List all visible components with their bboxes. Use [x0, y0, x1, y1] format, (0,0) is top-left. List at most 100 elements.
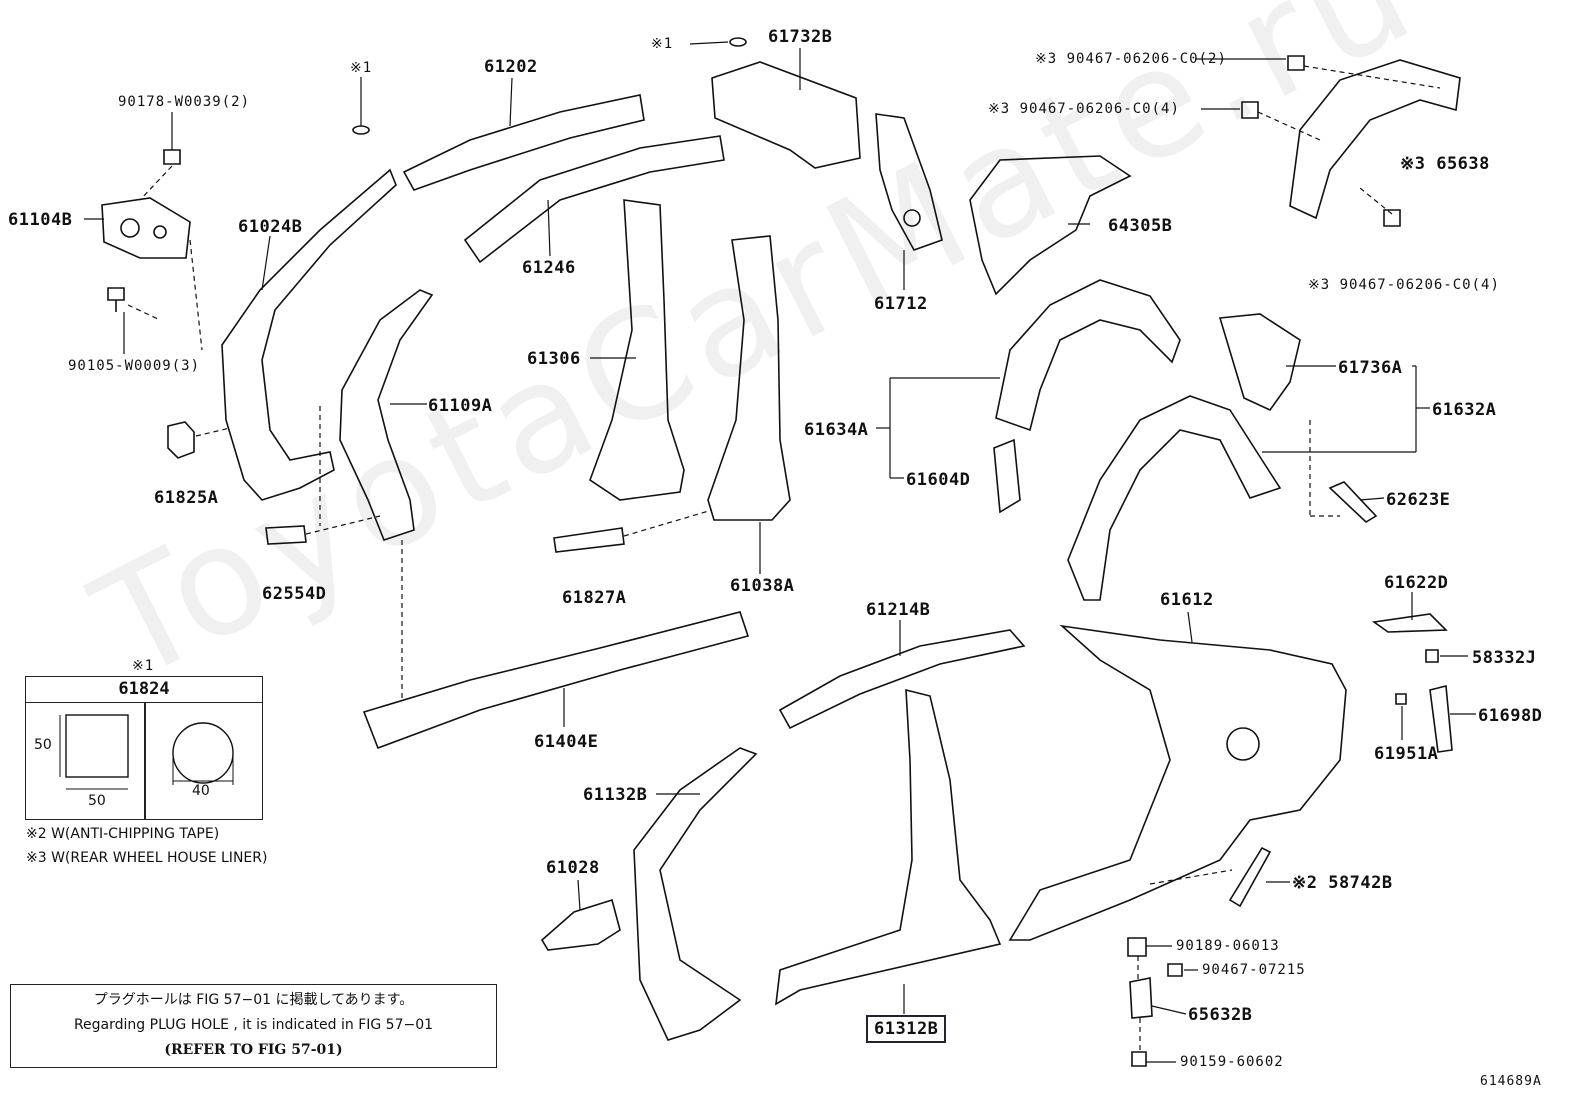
circle-diameter: 40 — [192, 783, 210, 799]
bracket-61622d — [1371, 613, 1448, 633]
rail-61246 — [463, 135, 725, 264]
bodyside-61312b — [775, 688, 1002, 1006]
pillar-61132b — [633, 747, 758, 1041]
label-90467c: ※3 90467-06206-C0(4) — [1308, 277, 1500, 293]
pillar-61038a — [707, 235, 791, 521]
round-plug-shape — [172, 722, 234, 784]
note-wheel-liner: ※3 W(REAR WHEEL HOUSE LINER) — [26, 850, 268, 866]
label-61214b: 61214B — [866, 600, 931, 620]
label-64305b: 64305B — [1108, 216, 1173, 236]
label-61698d: 61698D — [1478, 706, 1543, 726]
bracket-61104b — [101, 197, 191, 259]
label-61312b-highlighted[interactable]: 61312B — [866, 1015, 947, 1043]
clip-90189 — [1127, 937, 1147, 957]
label-61306: 61306 — [527, 349, 581, 369]
label-mark1b: ※1 — [651, 36, 674, 52]
bracket-65632b — [1129, 977, 1153, 1019]
plug-mark1b — [729, 37, 747, 47]
label-61622d: 61622D — [1384, 573, 1449, 593]
tape-62554d — [265, 525, 307, 545]
label-61028: 61028 — [546, 858, 600, 878]
label-90159: 90159-60602 — [1180, 1054, 1284, 1070]
label-58332j: 58332J — [1472, 648, 1537, 668]
label-65632b: 65632B — [1188, 1005, 1253, 1025]
square-plug-shape — [65, 714, 129, 778]
label-61104b: 61104B — [8, 210, 73, 230]
label-61246: 61246 — [522, 258, 576, 278]
label-62623e: 62623E — [1386, 490, 1451, 510]
label-61604d: 61604D — [906, 470, 971, 490]
label-61712: 61712 — [874, 294, 928, 314]
label-90467a: ※3 90467-06206-C0(2) — [1035, 51, 1227, 67]
label-58742b: ※2 58742B — [1292, 873, 1393, 893]
tape-58742b — [1228, 846, 1272, 908]
nut-90178 — [163, 149, 181, 165]
label-61132b: 61132B — [583, 785, 648, 805]
pillar-61109a — [339, 289, 434, 541]
panel-61732b — [711, 61, 861, 169]
plug-mark1a — [352, 125, 370, 135]
plug-note-jp: プラグホールは FIG 57−01 に掲載してあります。 — [93, 992, 414, 1008]
plug-61951a — [1395, 693, 1407, 705]
roof-61214b — [778, 629, 1026, 730]
bracket-61698d — [1429, 684, 1453, 753]
label-61024b: 61024B — [238, 217, 303, 237]
label-61736a: 61736A — [1338, 358, 1403, 378]
label-61404e: 61404E — [534, 732, 599, 752]
plug-note-en: Regarding PLUG HOLE , it is indicated in… — [73, 1017, 434, 1033]
square-height: 50 — [34, 737, 52, 753]
legend-box: 61824 50 50 40 — [25, 676, 263, 820]
wheelhouse-61634a — [995, 279, 1181, 432]
label-62554d: 62554D — [262, 584, 327, 604]
bolt-90467d — [1167, 963, 1183, 977]
pillar-61306 — [589, 199, 685, 501]
label-61632a: 61632A — [1432, 400, 1497, 420]
label-61825a: 61825A — [154, 488, 219, 508]
clip-90467a — [1287, 55, 1305, 71]
bolt-90159 — [1131, 1051, 1147, 1067]
label-61612: 61612 — [1160, 590, 1214, 610]
seal-62623e — [1328, 481, 1378, 523]
wheelhouse-61632a — [1067, 395, 1282, 601]
label-61732b: 61732B — [768, 27, 833, 47]
figure-id: 614689A — [1480, 1074, 1542, 1089]
label-90467d: 90467-07215 — [1202, 962, 1306, 978]
label-90467b: ※3 90467-06206-C0(4) — [988, 101, 1180, 117]
legend-mark: ※1 — [132, 658, 155, 674]
tape-61827a — [553, 527, 625, 553]
legend-divider — [144, 703, 146, 819]
legend-part-number: 61824 — [26, 677, 262, 703]
panel-61712 — [875, 113, 943, 251]
bolt-90105 — [107, 287, 125, 312]
clip-90467b — [1241, 101, 1259, 119]
clip-90467c — [1383, 209, 1401, 227]
label-61827a: 61827A — [562, 588, 627, 608]
panel-64305b — [969, 155, 1132, 296]
pad-61825a — [167, 421, 195, 459]
label-90178: 90178-W0039(2) — [118, 94, 251, 110]
pillar-61024b — [221, 168, 397, 501]
plug-hole-note: プラグホールは FIG 57−01 に掲載してあります。 Regarding P… — [10, 984, 497, 1068]
rocker-61404e — [362, 611, 750, 750]
label-mark1a: ※1 — [350, 60, 373, 76]
clip-58332j — [1425, 649, 1439, 663]
panel-61604d — [993, 438, 1021, 514]
label-65638: ※3 65638 — [1400, 154, 1490, 174]
label-61202: 61202 — [484, 57, 538, 77]
bracket-61028 — [540, 898, 621, 951]
label-61951a: 61951A — [1374, 744, 1439, 764]
quarter-61612 — [1008, 624, 1347, 941]
label-90189: 90189-06013 — [1176, 938, 1280, 954]
rail-61202 — [402, 94, 645, 191]
label-90105: 90105-W0009(3) — [68, 358, 201, 374]
label-61038a: 61038A — [730, 576, 795, 596]
panel-61736a — [1218, 313, 1301, 412]
legend-shapes — [59, 714, 234, 790]
square-width: 50 — [88, 793, 106, 809]
label-61634a: 61634A — [804, 420, 869, 440]
label-61109a: 61109A — [428, 396, 493, 416]
plug-note-ref[interactable]: (REFER TO FIG 57-01) — [164, 1042, 343, 1058]
note-anti-chipping: ※2 W(ANTI-CHIPPING TAPE) — [26, 826, 220, 842]
liner-65638 — [1289, 59, 1461, 220]
